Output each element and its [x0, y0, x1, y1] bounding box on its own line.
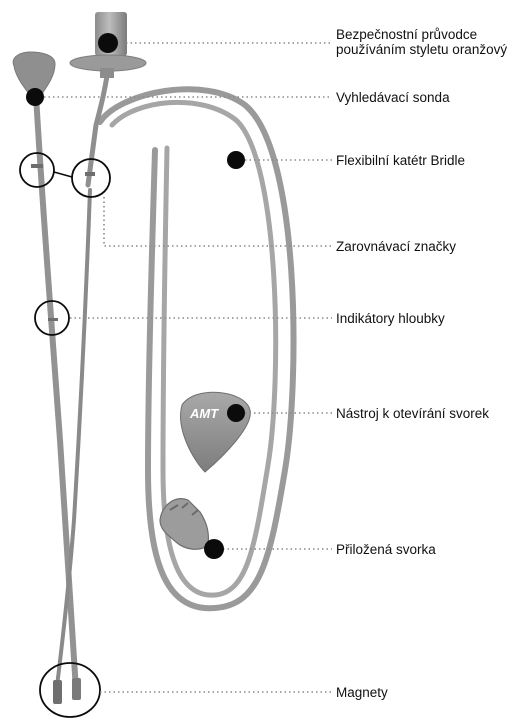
- marker-tool: [227, 404, 245, 422]
- marker-probe: [26, 88, 44, 106]
- leader-alignment: [104, 197, 332, 246]
- guide-cap-stem: [100, 68, 114, 78]
- catheter-connector: [88, 70, 108, 185]
- alignment-mark-left: [31, 164, 43, 168]
- alignment-mark-right: [85, 172, 95, 176]
- marker-clip: [204, 539, 224, 559]
- label-magnets: Magnety: [336, 685, 388, 700]
- label-clip: Přiložená svorka: [336, 542, 436, 557]
- label-alignment: Zarovnávací značky: [336, 239, 456, 254]
- magnet-left: [53, 680, 62, 704]
- label-tool: Nástroj k otevírání svorek: [336, 406, 489, 421]
- clip-tool-logo: AMT: [189, 406, 219, 421]
- depth-mark: [48, 318, 58, 321]
- marker-catheter: [227, 151, 245, 169]
- magnet-right: [72, 678, 81, 700]
- label-probe: Vyhledávací sonda: [336, 90, 450, 105]
- probe-tube: [36, 95, 76, 690]
- marker-guide: [98, 33, 118, 53]
- label-guide: Bezpečnostní průvodce používáním styletu…: [336, 27, 507, 57]
- magnets-circle: [40, 663, 100, 717]
- clip-tool: [181, 392, 251, 472]
- label-depth: Indikátory hloubky: [336, 311, 445, 326]
- alignment-connector: [54, 172, 72, 177]
- label-catheter: Flexibilní katétr Bridle: [336, 153, 465, 168]
